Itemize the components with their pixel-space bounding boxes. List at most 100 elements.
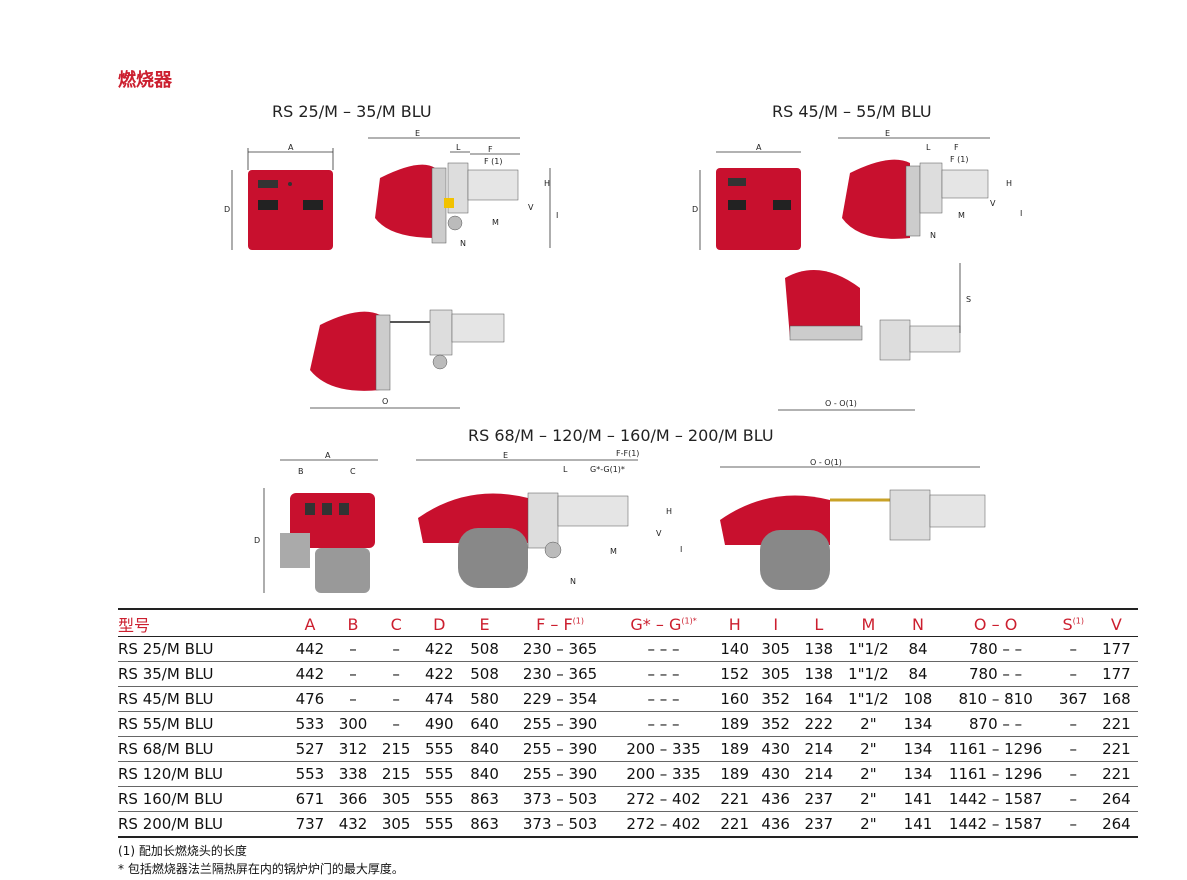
table-cell: 237 [797, 811, 841, 838]
dim-label-e: E [415, 129, 420, 138]
table-cell: 264 [1094, 811, 1138, 838]
table-cell: 200 – 335 [611, 736, 716, 762]
table-cell: 555 [417, 786, 461, 812]
dim-label-h: H [544, 179, 550, 188]
table-cell: RS 68/M BLU [118, 736, 289, 762]
dim-label-m-2: M [958, 211, 965, 220]
dim-label-m: M [492, 218, 499, 227]
dim-label-d-3: D [254, 536, 260, 545]
table-cell: – – – [611, 661, 716, 687]
table-cell: 1442 – 1587 [939, 811, 1052, 838]
dim-label-d: D [224, 205, 230, 214]
burner-side-view-rs68: E F-F(1) L G*-G(1)* H V I M N [416, 449, 682, 588]
table-cell: 221 [1094, 761, 1138, 787]
table-cell: RS 120/M BLU [118, 761, 289, 787]
table-cell: 138 [797, 636, 841, 662]
table-cell: 189 [715, 736, 755, 762]
table-cell: 870 – – [939, 711, 1052, 737]
table-cell: 221 [1094, 711, 1138, 737]
table-cell: 134 [896, 761, 940, 787]
table-cell: – [1051, 761, 1095, 787]
table-cell: 214 [797, 736, 841, 762]
dim-label-c: C [350, 467, 356, 476]
dim-label-a-3: A [325, 451, 331, 460]
table-cell: – [1051, 811, 1095, 838]
table-cell: 366 [331, 786, 375, 812]
table-cell: 810 – 810 [939, 686, 1052, 712]
table-header-cell: N [896, 608, 940, 637]
table-cell: 214 [797, 761, 841, 787]
table-cell: 300 [331, 711, 375, 737]
table-cell: 177 [1094, 636, 1138, 662]
table-cell: 141 [896, 811, 940, 838]
table-cell: 432 [331, 811, 375, 838]
table-cell: 863 [460, 786, 509, 812]
table-cell: 640 [460, 711, 509, 737]
table-header-cell: 型号 [118, 608, 289, 637]
table-cell: 221 [715, 786, 755, 812]
table-header-cell: M [840, 608, 897, 637]
table-cell: 189 [715, 711, 755, 737]
table-cell: 840 [460, 736, 509, 762]
dim-label-v-3: V [656, 529, 662, 538]
table-cell: 229 – 354 [508, 686, 612, 712]
dim-label-d-2: D [692, 205, 698, 214]
table-cell: 2" [840, 736, 897, 762]
dim-label-h-3: H [666, 507, 672, 516]
model-title-rs68-200: RS 68/M – 120/M – 160/M – 200/M BLU [468, 426, 774, 445]
burner-front-view-rs25: A D [224, 143, 334, 250]
table-cell: 2" [840, 711, 897, 737]
burner-side-view-rs25: E L F F (1) H V I M N [368, 129, 558, 248]
table-cell: 555 [417, 761, 461, 787]
dim-label-f: F [488, 145, 493, 154]
table-header-cell: G* – G(1)* [611, 608, 716, 637]
table-cell: 580 [460, 686, 509, 712]
table-cell: 221 [715, 811, 755, 838]
table-header-cell: E [460, 608, 509, 637]
table-cell: 1"1/2 [840, 636, 897, 662]
table-cell: 1161 – 1296 [939, 761, 1052, 787]
table-cell: 215 [374, 761, 418, 787]
table-cell: 1"1/2 [840, 686, 897, 712]
burner-housing [248, 170, 333, 250]
dim-label-i-3: I [680, 545, 682, 554]
table-cell: 1161 – 1296 [939, 736, 1052, 762]
table-cell: 436 [754, 786, 798, 812]
table-cell: 255 – 390 [508, 711, 612, 737]
section-title: 燃烧器 [118, 70, 172, 91]
dim-label-n-3: N [570, 577, 576, 586]
table-cell: – [1051, 711, 1095, 737]
table-cell: 422 [417, 661, 461, 687]
table-cell: 305 [754, 661, 798, 687]
table-cell: 134 [896, 736, 940, 762]
table-cell: RS 200/M BLU [118, 811, 289, 838]
dim-label-s: S [966, 295, 971, 304]
dim-label-ff1: F-F(1) [616, 449, 639, 458]
table-cell: 2" [840, 761, 897, 787]
table-cell: – [1051, 786, 1095, 812]
dim-label-n-2: N [930, 231, 936, 240]
dim-label-v-2: V [990, 199, 996, 208]
burner-side-view-rs25-extended: O [310, 309, 505, 409]
dim-label-gg1: G*-G(1)* [590, 465, 625, 474]
table-cell: 140 [715, 636, 755, 662]
table-cell: – [331, 636, 375, 662]
table-cell: 352 [754, 686, 798, 712]
table-header-cell: F – F(1) [508, 608, 612, 637]
table-cell: 367 [1051, 686, 1095, 712]
dim-label-m-3: M [610, 547, 617, 556]
table-cell: 373 – 503 [508, 786, 612, 812]
table-cell: 138 [797, 661, 841, 687]
table-cell: 168 [1094, 686, 1138, 712]
table-cell: 160 [715, 686, 755, 712]
table-cell: 1"1/2 [840, 661, 897, 687]
table-cell: 222 [797, 711, 841, 737]
table-cell: 189 [715, 761, 755, 787]
table-cell: – [1051, 736, 1095, 762]
